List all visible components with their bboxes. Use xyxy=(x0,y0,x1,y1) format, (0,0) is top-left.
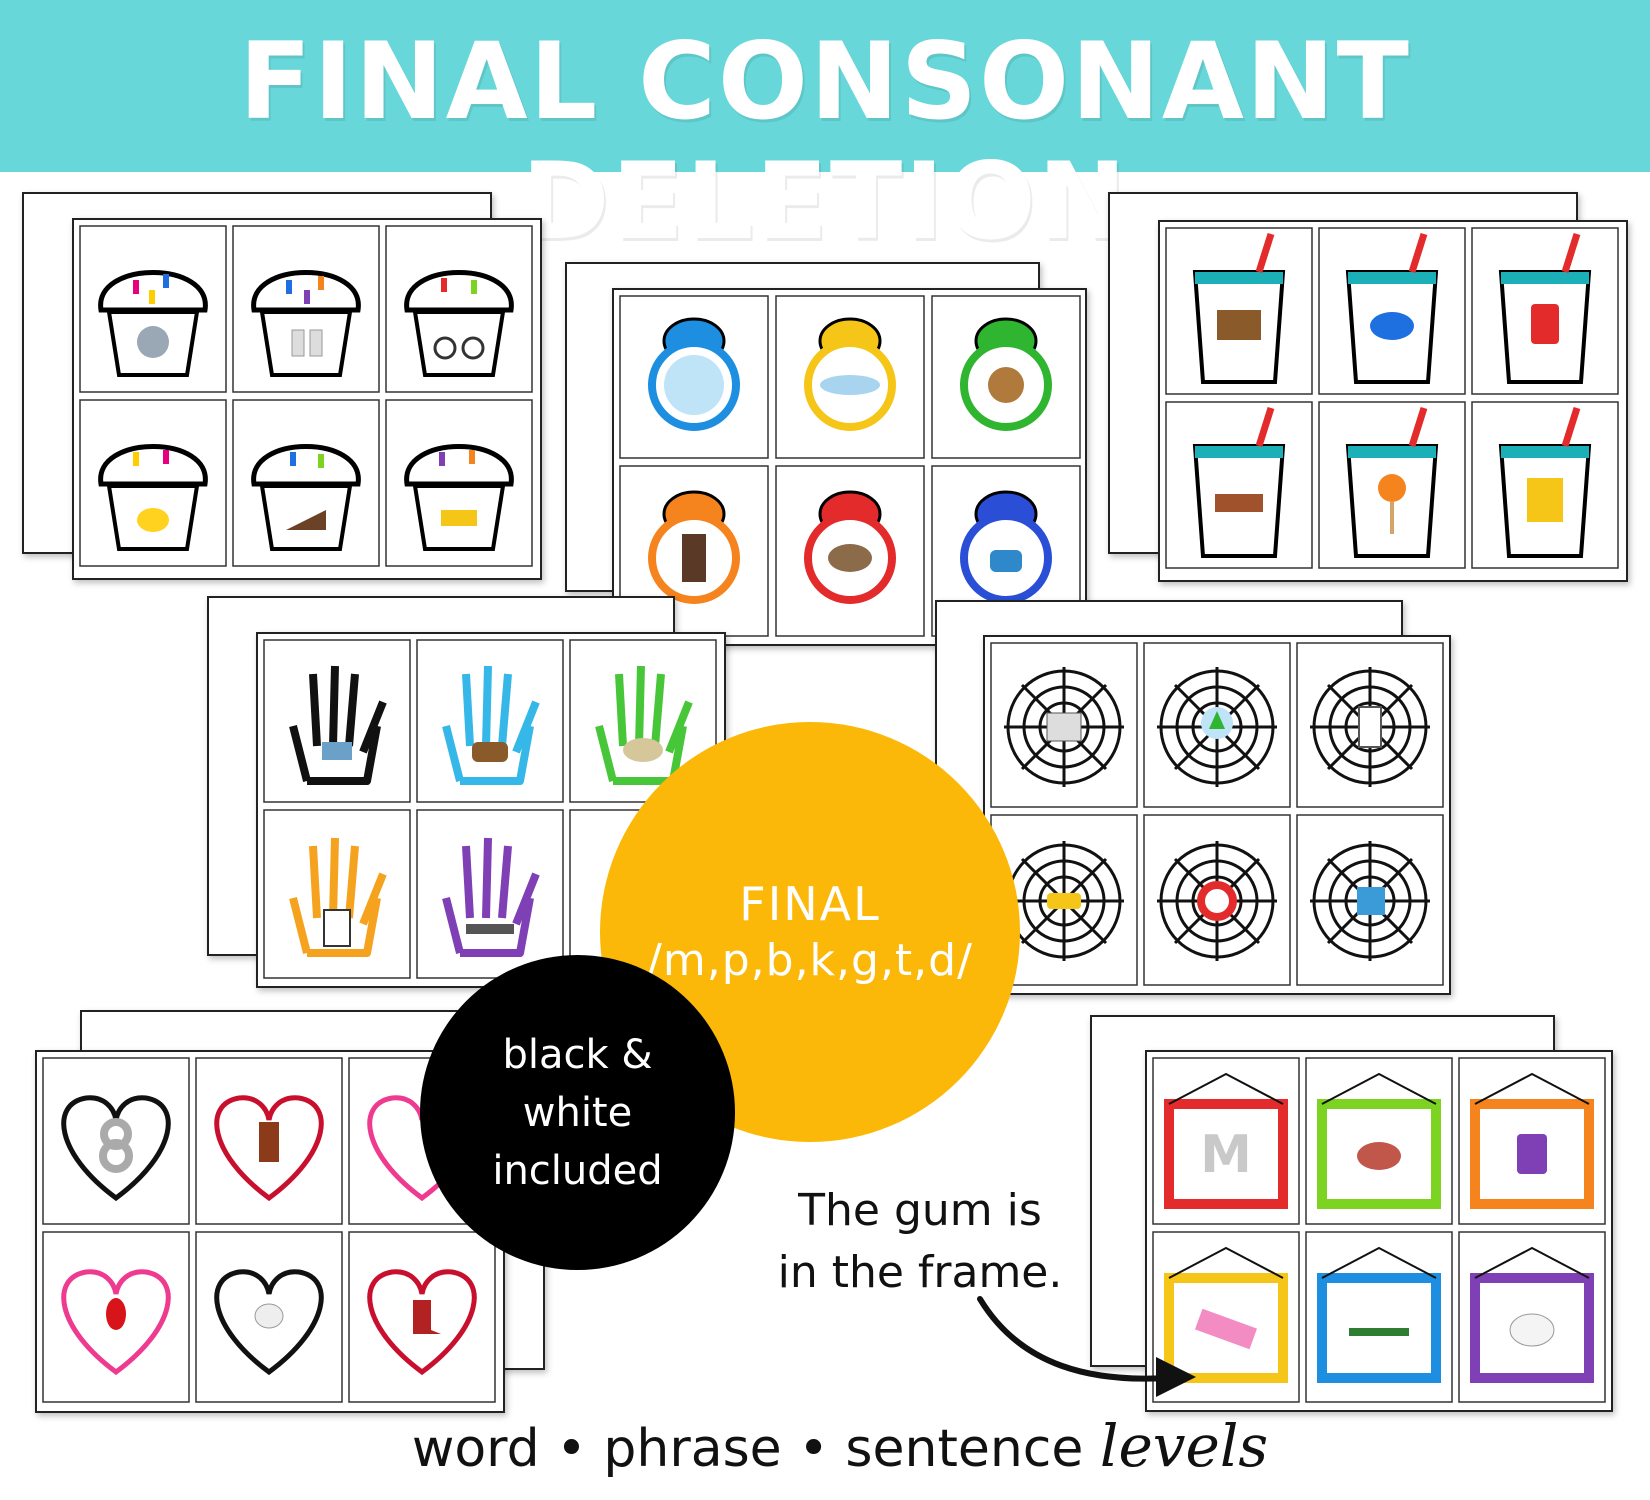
card-sheet-front xyxy=(1158,220,1628,582)
card-sheet-front xyxy=(72,218,542,580)
levels-script-word: levels xyxy=(1099,1412,1269,1480)
title-banner: FINAL CONSONANT DELETION xyxy=(0,0,1650,262)
example-sentence: The gum is in the frame. xyxy=(730,1180,1110,1304)
card-sheet-front xyxy=(35,1050,505,1413)
page-title: FINAL CONSONANT DELETION xyxy=(239,20,1411,263)
badge-bw-line3: included xyxy=(492,1147,663,1194)
card-sheet-front xyxy=(612,288,1087,646)
levels-text: word • phrase • sentence xyxy=(411,1419,1084,1479)
badge-bw-line2: white xyxy=(522,1089,633,1136)
card-sheet-front xyxy=(983,635,1451,995)
example-sentence-line2: in the frame. xyxy=(777,1247,1063,1298)
badge-bw-line1: black & xyxy=(502,1031,653,1078)
card-sheet-front: M xyxy=(1145,1050,1613,1412)
curved-arrow-icon xyxy=(977,1296,1196,1397)
levels-footer: word • phrase • sentence levels xyxy=(340,1412,1340,1480)
example-sentence-line1: The gum is xyxy=(798,1185,1042,1236)
svg-text:M: M xyxy=(1200,1125,1252,1185)
black-white-badge: black & white included xyxy=(420,955,735,1270)
badge-final-label: FINAL xyxy=(739,877,881,931)
badge-sounds-label: /m,p,b,k,g,t,d/ xyxy=(647,935,973,986)
